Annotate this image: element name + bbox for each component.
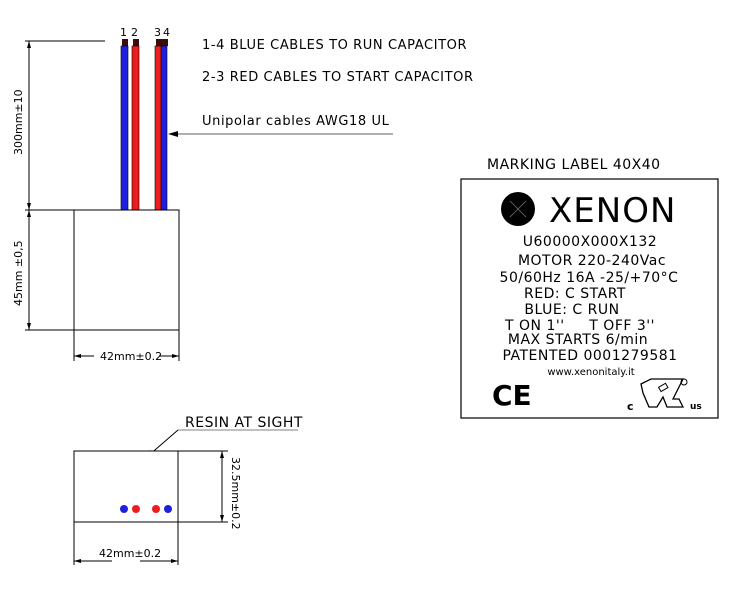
label-website: www.xenonitaly.it <box>547 367 634 378</box>
body-height-dimension: 45mm ±0,5 <box>12 240 25 306</box>
wire-number-2: 2 <box>131 26 138 39</box>
notes: 1-4 BLUE CABLES TO RUN CAPACITOR 2-3 RED… <box>168 38 474 137</box>
side-view: 300mm±10 1 2 3 4 45mm ±0,5 42mm±0.2 <box>12 26 180 363</box>
wire-dot-2 <box>132 505 140 513</box>
note-red-cables: 2-3 RED CABLES TO START CAPACITOR <box>202 70 474 85</box>
label-part-number: U60000X000X132 <box>523 234 657 250</box>
svg-text:us: us <box>690 402 702 412</box>
capacitor-body-side <box>73 209 180 331</box>
wire-1-blue <box>120 45 129 211</box>
label-patent: PATENTED 0001279581 <box>502 348 677 364</box>
bottom-height-dimension: 32.5mm±0.2 <box>229 457 242 530</box>
brand-name: XENON <box>549 191 676 231</box>
bottom-view: RESIN AT SIGHT 32.5mm±0.2 42mm±0.2 <box>73 415 303 565</box>
body-width-dimension: 42mm±0.2 <box>100 350 162 363</box>
label-frame <box>460 178 719 419</box>
label-title: MARKING LABEL 40X40 <box>487 157 661 173</box>
note-cable-spec: Unipolar cables AWG18 UL <box>202 114 390 129</box>
ul-mark-icon: c us <box>627 378 702 413</box>
wire-number-4: 4 <box>163 26 170 39</box>
resin-callout: RESIN AT SIGHT <box>185 415 303 431</box>
label-frequency-current: 50/60Hz 16A -25/+70°C <box>500 270 679 286</box>
wire-dot-4 <box>164 505 172 513</box>
wire-dot-3 <box>152 505 160 513</box>
wire-number-3: 3 <box>154 26 161 39</box>
label-motor-voltage: MOTOR 220-240Vac <box>518 253 666 269</box>
label-max-starts: MAX STARTS 6/min <box>508 332 648 348</box>
note-blue-cables: 1-4 BLUE CABLES TO RUN CAPACITOR <box>202 38 467 53</box>
marking-label: MARKING LABEL 40X40 XENON U60000X000X132… <box>460 157 719 419</box>
wire-4-blue <box>160 45 168 211</box>
wire-dot-1 <box>120 505 128 513</box>
svg-text:c: c <box>627 400 634 413</box>
wire-2-red <box>131 45 140 211</box>
label-blue-run: BLUE: C RUN <box>524 302 619 318</box>
label-red-start: RED: C START <box>524 286 626 302</box>
ce-mark-icon: CE <box>492 379 532 412</box>
wire-length-dimension: 300mm±10 <box>12 89 25 155</box>
wire-number-1: 1 <box>120 26 127 39</box>
bottom-width-dimension: 42mm±0.2 <box>99 547 161 560</box>
label-timing: T ON 1'' T OFF 3'' <box>504 318 655 334</box>
arrow-icon <box>168 131 178 137</box>
